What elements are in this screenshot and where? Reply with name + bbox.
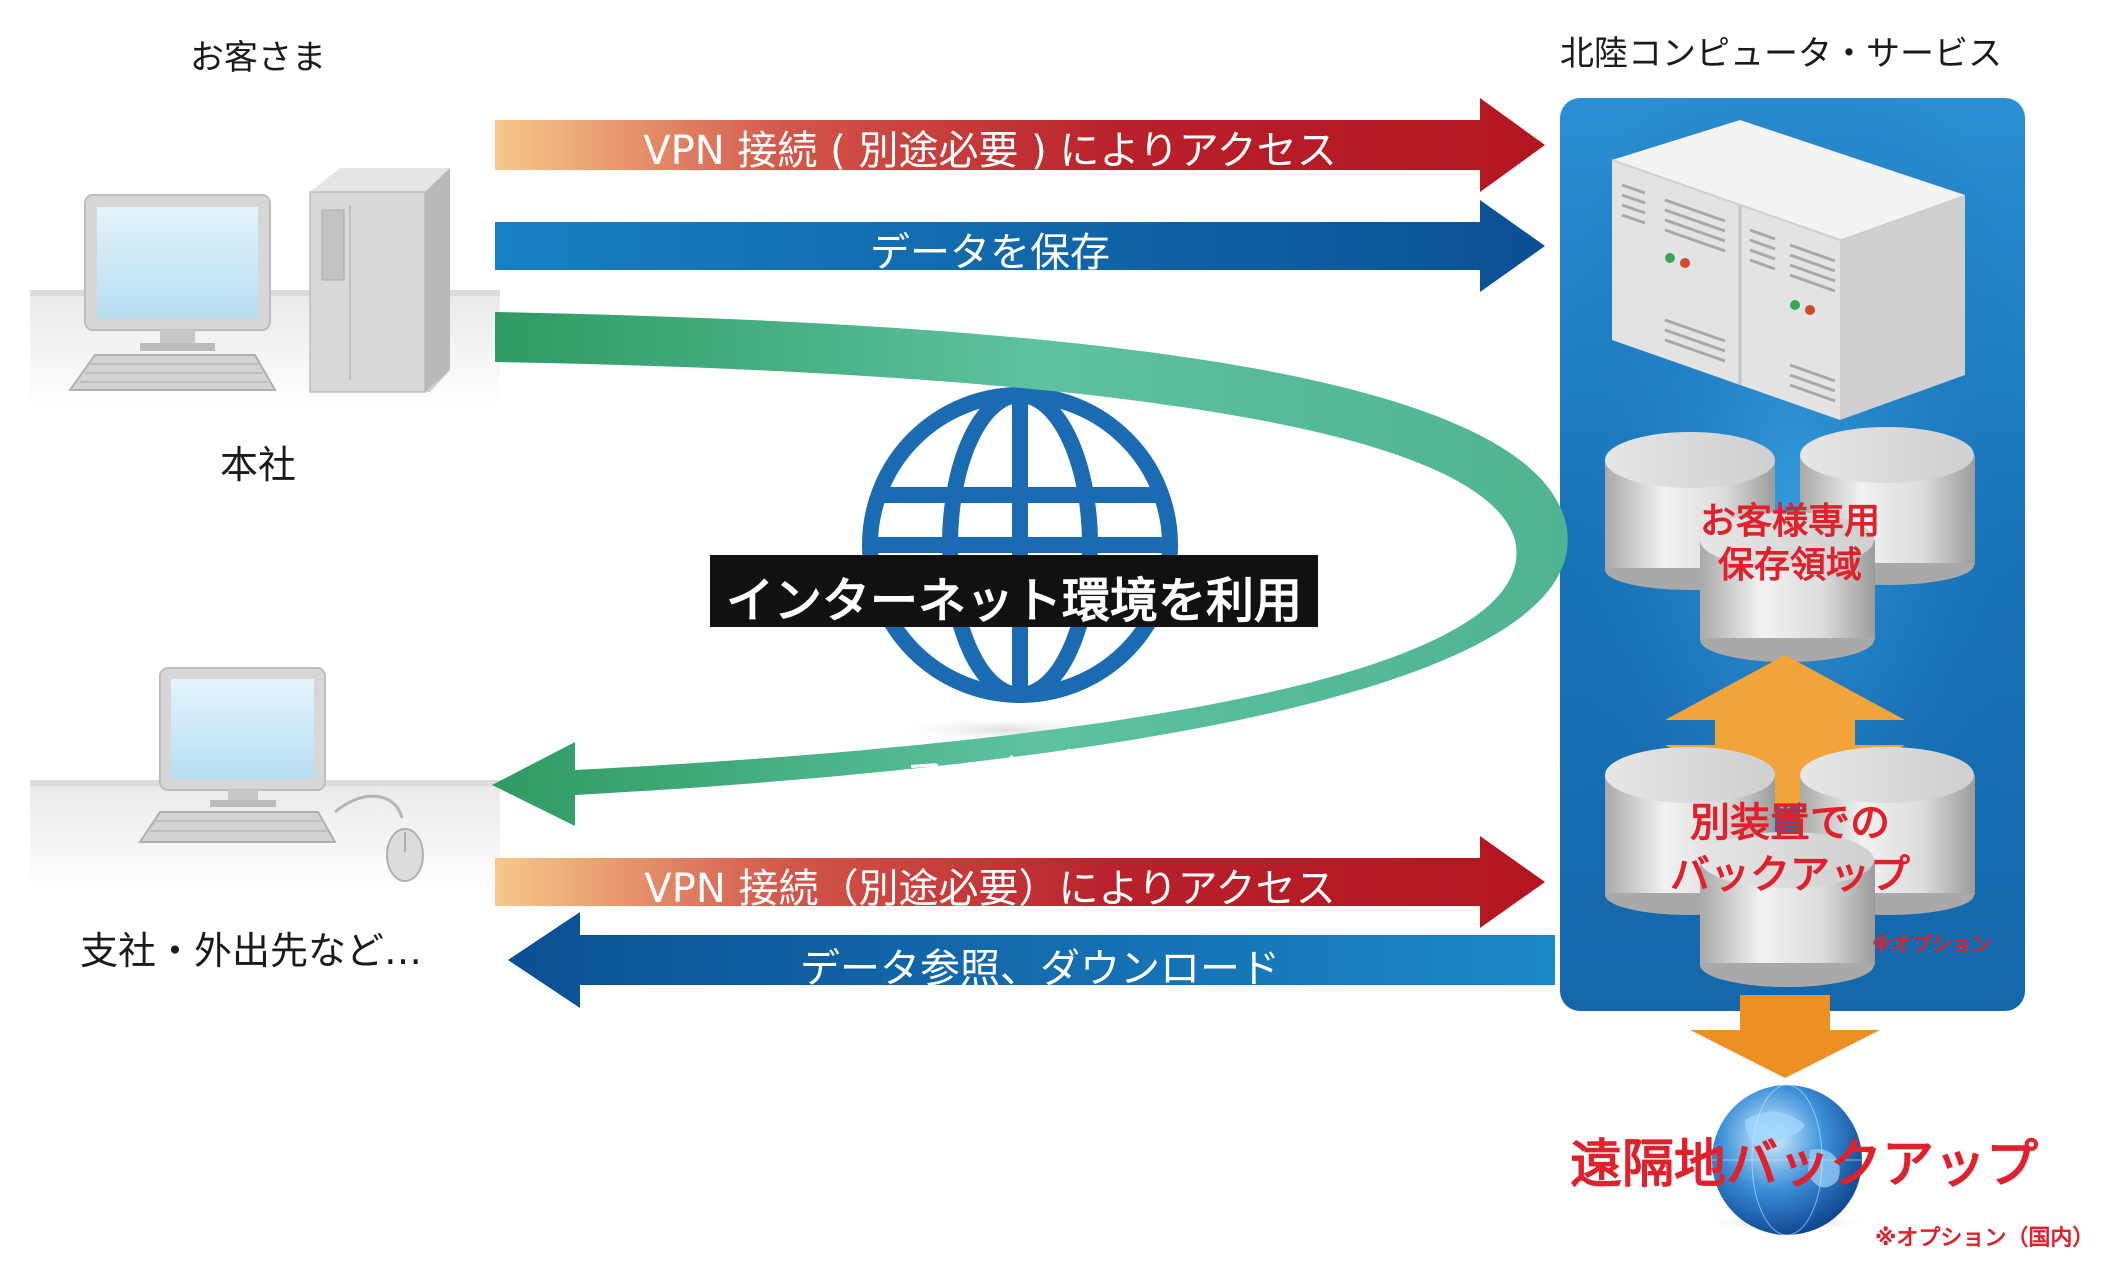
remote-backup-arrow	[1690, 995, 1880, 1078]
internet-banner-text: インターネット環境を利用	[725, 573, 1302, 629]
head-office-computer	[30, 168, 500, 410]
internet-banner-box	[710, 555, 1318, 627]
dedicated-storage-cylinders	[1605, 427, 1975, 662]
dedicated-storage-label: お客様専用 保存領域	[1620, 500, 1960, 588]
save-data-arrow	[495, 200, 1545, 292]
earth-globe-icon	[1702, 1084, 1872, 1236]
backup-storage-line1: 別装置での	[1690, 800, 1890, 846]
download-arrow	[508, 912, 1555, 1008]
backup-option-note: ※オプション	[1872, 932, 1992, 956]
dedicated-storage-line2: 保存領域	[1717, 545, 1862, 586]
save-data-label: データを保存	[870, 230, 1110, 276]
customer-label: お客さま	[190, 38, 326, 78]
remote-backup-title: 遠隔地バックアップ	[1570, 1135, 2039, 1195]
head-office-label: 本社	[220, 443, 297, 487]
backup-storage-label: 別装置での バックアップ	[1620, 797, 1960, 901]
backup-storage-line2: バックアップ	[1670, 852, 1910, 898]
vpn-top-arrow	[495, 98, 1545, 192]
vpn-bottom-label: VPN 接続（別途必要）によりアクセス	[644, 866, 1336, 912]
server-rack	[1611, 120, 1965, 420]
vpn-top-label: VPN 接続 ( 別途必要 ) によりアクセス	[643, 128, 1337, 174]
branch-label: 支社・外出先など…	[80, 929, 423, 973]
download-label: データ参照、ダウンロード	[800, 946, 1280, 992]
backup-storage-cylinders	[1605, 747, 1975, 987]
file-share-arrow	[492, 312, 1568, 826]
dedicated-storage-line1: お客様専用	[1699, 501, 1880, 542]
branch-computer	[30, 667, 500, 890]
provider-label: 北陸コンピュータ・サービス	[1560, 34, 2002, 74]
vpn-bottom-arrow	[495, 836, 1545, 928]
remote-backup-note: ※オプション（国内）	[1875, 1226, 2095, 1251]
